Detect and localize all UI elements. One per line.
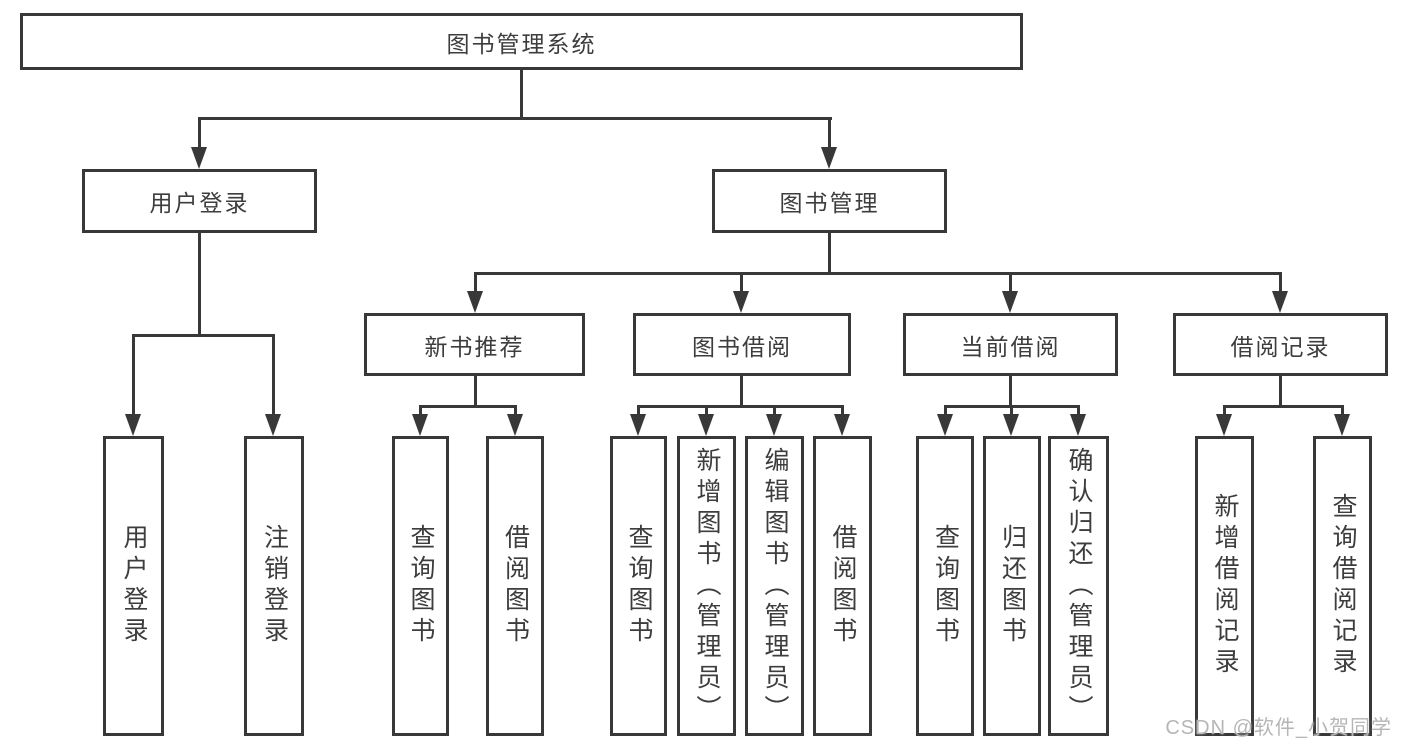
node-label: 查询图书 (931, 524, 960, 648)
leaf-query-books-current: 查询图书 (916, 436, 974, 736)
arrow-down-icon (821, 147, 837, 169)
leaf-query-books-borrow: 查询图书 (610, 436, 667, 736)
leaf-add-book-admin: 新增图书（管理员） (677, 436, 736, 736)
arrow-down-icon (698, 414, 714, 436)
node-label: 当前借阅 (960, 333, 1061, 360)
connector-line (1223, 405, 1226, 417)
connector-line (272, 334, 275, 417)
connector-line (1009, 375, 1012, 407)
connector-line (828, 232, 831, 274)
arrow-down-icon (834, 414, 850, 436)
connector-line (1279, 375, 1282, 407)
node-label: 归还图书 (998, 524, 1027, 648)
connector-line (474, 375, 477, 407)
arrow-down-icon (191, 147, 207, 169)
node-label: 借阅图书 (501, 524, 530, 648)
arrow-down-icon (125, 414, 141, 436)
node-label: 图书管理 (779, 190, 880, 216)
connector-line (132, 334, 275, 337)
connector-line (419, 405, 517, 408)
arrow-down-icon (1070, 414, 1086, 436)
node-book-borrow: 图书借阅 (633, 313, 851, 376)
node-label: 借阅图书 (829, 524, 857, 648)
arrow-down-icon (507, 414, 523, 436)
connector-line (1077, 405, 1080, 417)
connector-line (705, 405, 708, 417)
connector-line (132, 334, 135, 417)
node-library-management-system: 图书管理系统 (20, 13, 1023, 70)
connector-line (944, 405, 947, 417)
arrow-down-icon (937, 414, 953, 436)
connector-line (474, 272, 1282, 275)
node-label: 新增借阅记录 (1211, 493, 1239, 679)
arrow-down-icon (1003, 414, 1019, 436)
arrow-down-icon (265, 414, 281, 436)
arrow-down-icon (766, 414, 782, 436)
connector-line (828, 117, 831, 150)
leaf-borrow-books-borrow: 借阅图书 (813, 436, 872, 736)
connector-line (474, 272, 477, 294)
arrow-down-icon (467, 291, 483, 313)
node-label: 用户登录 (120, 524, 148, 648)
leaf-confirm-return-admin: 确认归还（管理员） (1048, 436, 1109, 736)
arrow-down-icon (412, 414, 428, 436)
connector-line (198, 117, 832, 120)
watermark: CSDN @软件_小贺同学 (1165, 717, 1392, 739)
connector-line (1279, 272, 1282, 294)
node-new-book-recommend: 新书推荐 (364, 313, 585, 376)
leaf-query-books-newbook: 查询图书 (392, 436, 449, 736)
node-label: 编辑图书（管理员） (761, 446, 789, 726)
leaf-add-borrow-record: 新增借阅记录 (1195, 436, 1254, 736)
connector-line (637, 405, 844, 408)
node-current-borrow: 当前借阅 (903, 313, 1118, 376)
node-label: 图书管理系统 (446, 30, 597, 57)
node-book-management: 图书管理 (712, 169, 947, 233)
connector-line (1223, 405, 1344, 408)
arrow-down-icon (630, 414, 646, 436)
arrow-down-icon (1334, 414, 1350, 436)
connector-line (419, 405, 422, 417)
node-label: 新增图书（管理员） (693, 446, 721, 726)
connector-line (198, 117, 201, 150)
connector-line (740, 375, 743, 407)
arrow-down-icon (1002, 291, 1018, 313)
connector-line (198, 232, 201, 336)
connector-line (637, 405, 640, 417)
node-label: 查询借阅记录 (1329, 493, 1357, 679)
arrow-down-icon (1216, 414, 1232, 436)
connector-line (1341, 405, 1344, 417)
arrow-down-icon (733, 291, 749, 313)
connector-line (841, 405, 844, 417)
node-user-login: 用户登录 (82, 169, 317, 233)
node-label: 用户登录 (149, 190, 250, 216)
arrow-down-icon (1272, 291, 1288, 313)
leaf-logout: 注销登录 (244, 436, 304, 736)
node-label: 确认归还（管理员） (1065, 446, 1093, 726)
leaf-return-book: 归还图书 (983, 436, 1041, 736)
connector-line (773, 405, 776, 417)
node-label: 注销登录 (260, 524, 289, 648)
node-label: 图书借阅 (692, 333, 792, 360)
node-borrow-records: 借阅记录 (1173, 313, 1388, 376)
node-label: 借阅记录 (1230, 333, 1331, 360)
connector-line (520, 68, 523, 118)
connector-line (514, 405, 517, 417)
leaf-edit-book-admin: 编辑图书（管理员） (745, 436, 804, 736)
node-label: 新书推荐 (424, 333, 525, 360)
leaf-user-login: 用户登录 (103, 436, 164, 736)
node-label: 查询图书 (625, 524, 653, 648)
leaf-borrow-books-newbook: 借阅图书 (486, 436, 544, 736)
connector-line (740, 272, 743, 294)
connector-line (1009, 272, 1012, 294)
node-label: 查询图书 (407, 524, 435, 648)
connector-line (1010, 405, 1013, 417)
leaf-query-borrow-record: 查询借阅记录 (1313, 436, 1372, 736)
